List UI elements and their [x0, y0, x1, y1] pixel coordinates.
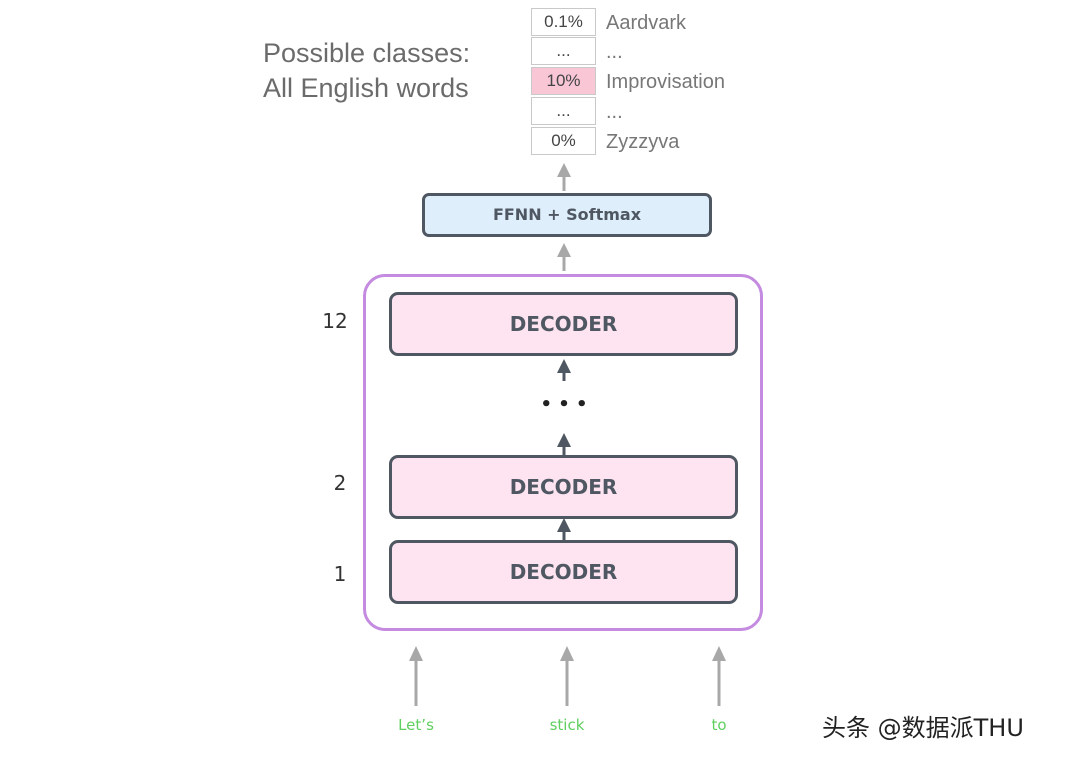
- ellipsis-dots: • • •: [540, 394, 588, 415]
- arrow-token-3-icon: [712, 646, 726, 706]
- word-label: Aardvark: [606, 12, 687, 34]
- watermark: 头条 @数据派THU: [822, 714, 1024, 742]
- input-token: stick: [549, 716, 585, 734]
- layer-number-1: 1: [333, 562, 347, 586]
- layer-number-12: 12: [322, 309, 348, 333]
- prob-cell: ...: [531, 37, 596, 65]
- decoder-layer-1: DECODER: [389, 540, 738, 604]
- arrow-to-ffnn-icon: [557, 243, 571, 271]
- ffnn-softmax-box: FFNN + Softmax: [422, 193, 712, 237]
- input-token: to: [711, 716, 727, 734]
- classes-caption-line1: Possible classes:: [263, 38, 471, 68]
- arrow-dots-to-decoder12-icon: [557, 359, 571, 381]
- decoder-stack-frame: [363, 274, 763, 631]
- input-token: Let’s: [398, 716, 434, 734]
- prob-cell: ...: [531, 97, 596, 125]
- word-label: Improvisation: [606, 71, 725, 93]
- classes-caption-line2: All English words: [263, 73, 469, 103]
- word-label: ...: [606, 101, 623, 123]
- word-label: ...: [606, 41, 623, 63]
- decoder-layer-12: DECODER: [389, 292, 738, 356]
- layer-number-2: 2: [333, 471, 347, 495]
- prob-cell-highlighted: 10%: [531, 67, 596, 95]
- prob-cell: 0%: [531, 127, 596, 155]
- arrow-token-2-icon: [560, 646, 574, 706]
- arrow-decoder2-to-dots-icon: [557, 433, 571, 455]
- arrow-to-table-icon: [557, 163, 571, 191]
- arrow-decoder1-to-2-icon: [557, 518, 571, 540]
- arrow-token-1-icon: [409, 646, 423, 706]
- word-label: Zyzzyva: [606, 131, 680, 153]
- decoder-layer-2: DECODER: [389, 455, 738, 519]
- prob-cell: 0.1%: [531, 8, 596, 36]
- classes-caption: Possible classes: All English words: [263, 36, 523, 106]
